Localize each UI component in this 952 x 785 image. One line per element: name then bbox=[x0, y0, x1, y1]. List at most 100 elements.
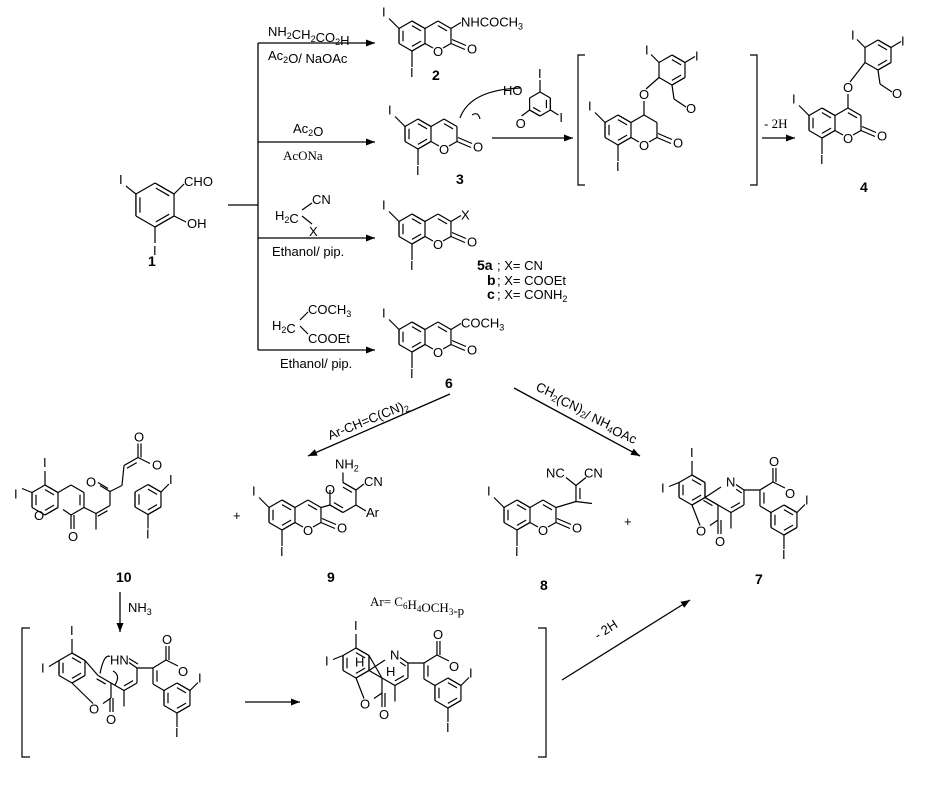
iodine: I bbox=[175, 725, 179, 740]
arrow-to-7 bbox=[513, 387, 641, 457]
iodine: I bbox=[146, 527, 150, 542]
iodine: I bbox=[169, 472, 173, 487]
reagents-diagonal: Ar-CH=C(CN)2 CH2(CN)2/ NH4OAc bbox=[326, 379, 643, 447]
reagent-label: X bbox=[309, 224, 318, 239]
iodine: I bbox=[695, 49, 699, 64]
ring-oxygen: O bbox=[34, 508, 44, 523]
substituent: COCH3 bbox=[461, 316, 504, 333]
carbonyl-oxygen: O bbox=[467, 343, 477, 358]
iodine: I bbox=[851, 28, 855, 43]
iodine: I bbox=[588, 99, 592, 114]
substituent: NHCOCH3 bbox=[461, 15, 523, 32]
iodine: I bbox=[410, 65, 414, 80]
plus-sign: + bbox=[233, 508, 241, 523]
ether-oxygen: O bbox=[639, 87, 649, 102]
substituent-x: X bbox=[461, 208, 470, 223]
reagent-label: H2C bbox=[272, 318, 296, 336]
carbonyl-oxygen: O bbox=[379, 707, 389, 722]
compound-number: 1 bbox=[148, 253, 156, 269]
reagent-label: COCH3 bbox=[308, 302, 351, 319]
iodine: I bbox=[43, 455, 47, 470]
compound-variant-id: 5a bbox=[477, 257, 493, 273]
iodine: I bbox=[782, 547, 786, 562]
aldehyde-oxygen: O bbox=[892, 86, 902, 101]
arrow-cyclization bbox=[245, 698, 300, 706]
compound-number: 4 bbox=[860, 179, 868, 195]
iodine: I bbox=[325, 654, 329, 669]
carbonyl-oxygen: O bbox=[467, 42, 477, 57]
carbonyl-oxygen: O bbox=[473, 140, 483, 155]
compound-number: 10 bbox=[116, 569, 132, 585]
reagent-label: - 2H bbox=[764, 116, 787, 131]
carbonyl-oxygen: O bbox=[68, 529, 78, 544]
reagent-minus-2h-top: - 2H bbox=[764, 116, 787, 131]
nitrile-group: CN bbox=[584, 466, 603, 481]
arrow-nh3 bbox=[116, 592, 124, 632]
iodine: I bbox=[645, 43, 649, 58]
ketone-oxygen: O bbox=[86, 475, 96, 490]
iodine: I bbox=[198, 671, 202, 686]
nitrile-group: NC bbox=[546, 466, 565, 481]
carbonyl-oxygen: O bbox=[162, 632, 172, 647]
arrow-final-oxidation bbox=[561, 599, 691, 681]
ring-oxygen: O bbox=[433, 44, 443, 59]
arrow-to-4 bbox=[762, 134, 795, 142]
reagent-label: CH2(CN)2/ NH4OAc bbox=[530, 379, 643, 447]
iodine: I bbox=[559, 110, 563, 125]
iodine: I bbox=[661, 481, 665, 496]
reagent-label: NH3 bbox=[128, 600, 152, 617]
reagent-minus-2h-bottom: - 2H bbox=[591, 617, 620, 643]
carbonyl-oxygen: O bbox=[715, 534, 725, 549]
hydroxyl-group: OH bbox=[187, 216, 207, 231]
ring-oxygen: O bbox=[843, 131, 853, 146]
ring-oxygen: O bbox=[785, 486, 795, 501]
nitrile-group: CN bbox=[364, 474, 383, 489]
iodine: I bbox=[153, 243, 157, 258]
compound-variant-substituent: ; X= CONH2 bbox=[497, 287, 567, 304]
reagent-label: CN bbox=[312, 192, 331, 207]
reagent-label: AcONa bbox=[283, 148, 323, 163]
iodine: I bbox=[410, 366, 414, 381]
carbonyl-oxygen: O bbox=[337, 521, 347, 536]
compound-variant-id: c bbox=[487, 286, 495, 302]
reagent-label: H2C bbox=[275, 208, 299, 226]
compound-variant-id: b bbox=[487, 272, 496, 288]
iodine: I bbox=[382, 5, 386, 20]
reagent-label: Ac2O/ NaOAc bbox=[268, 48, 348, 66]
aryl-definition: Ar= C6H4OCH3-p bbox=[370, 594, 464, 618]
iodine: I bbox=[820, 152, 824, 167]
compound-number: 8 bbox=[540, 577, 548, 593]
reagent-nh3: NH3 bbox=[128, 600, 152, 617]
iodine: I bbox=[70, 623, 74, 638]
carbonyl-oxygen: O bbox=[134, 430, 144, 445]
reagent-label: Ar-CH=C(CN)2 bbox=[326, 397, 412, 445]
ether-oxygen: O bbox=[843, 80, 853, 95]
iodine: I bbox=[487, 484, 491, 499]
arrow-to-2 bbox=[258, 39, 375, 47]
iodine: I bbox=[416, 163, 420, 178]
ring-oxygen: O bbox=[303, 523, 313, 538]
iodine: I bbox=[410, 258, 414, 273]
iodine: I bbox=[792, 92, 796, 107]
iodine: I bbox=[252, 484, 256, 499]
reagent-label: COOEt bbox=[308, 331, 350, 346]
carbonyl-oxygen: O bbox=[572, 521, 582, 536]
iodine: I bbox=[538, 66, 542, 81]
ring-oxygen: O bbox=[152, 458, 162, 473]
iodine: I bbox=[690, 445, 694, 460]
reagent-label: - 2H bbox=[591, 617, 620, 643]
compound-variant-substituent: ; X= COOEt bbox=[497, 273, 566, 288]
